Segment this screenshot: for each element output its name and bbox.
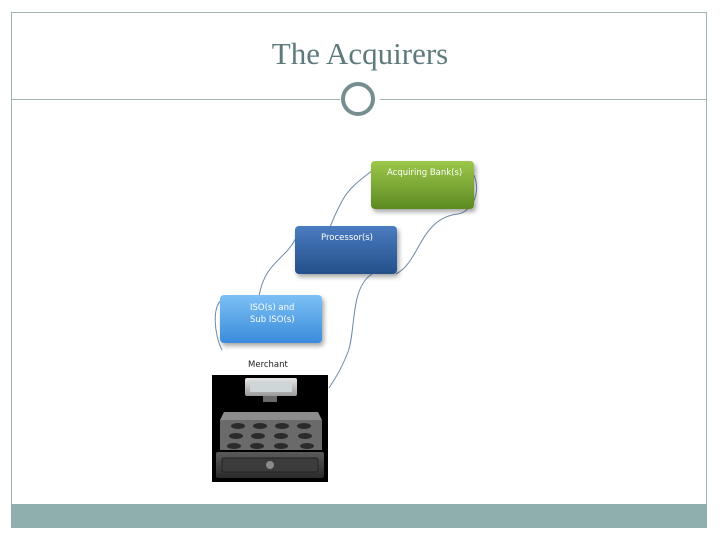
acquiring-bank-label: Acquiring Bank(s) bbox=[387, 168, 463, 178]
connector-processor-return bbox=[328, 273, 373, 389]
cash-register-icon bbox=[212, 375, 328, 482]
slide-title: The Acquirers bbox=[271, 36, 449, 71]
merchant-label: Merchant bbox=[248, 360, 288, 370]
footer-bar bbox=[11, 504, 707, 528]
connector-merchant-to-iso bbox=[214, 299, 223, 351]
connector-processor-to-bank bbox=[329, 169, 374, 228]
title-ring-ornament bbox=[341, 82, 375, 116]
processor-label: Processor(s) bbox=[321, 233, 374, 243]
iso-label-line2: Sub ISO(s) bbox=[250, 315, 295, 325]
iso-label-line1: ISO(s) and bbox=[250, 303, 295, 313]
connector-bank-return bbox=[395, 174, 478, 275]
title-divider-left bbox=[11, 99, 340, 100]
connector-iso-to-processor bbox=[258, 237, 297, 297]
acquiring-bank-box bbox=[371, 161, 474, 209]
processor-box bbox=[295, 226, 397, 274]
iso-box bbox=[220, 295, 322, 343]
title-divider-right bbox=[380, 99, 707, 100]
